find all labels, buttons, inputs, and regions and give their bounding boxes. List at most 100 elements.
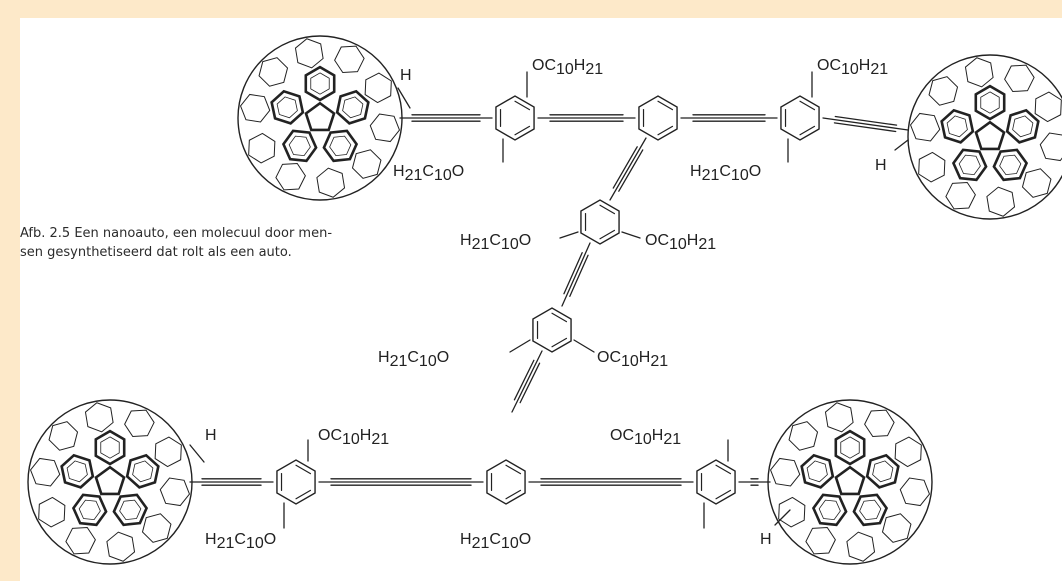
fullerene-face-inner — [872, 460, 894, 483]
fullerene-face — [778, 496, 806, 528]
alkyne-bond — [612, 146, 638, 189]
fullerene-face — [239, 93, 271, 123]
benzene-ring-outline — [486, 459, 526, 505]
ether-bond — [559, 231, 579, 239]
fullerene-face — [964, 57, 994, 88]
fullerene-face-bold — [992, 148, 1029, 182]
fullerene-face-inner — [1012, 115, 1034, 138]
hydrogen-label: H — [400, 67, 412, 84]
fullerene-face-inner — [342, 96, 364, 119]
fullerene-face — [38, 496, 66, 528]
alkyne-bond — [511, 350, 543, 413]
fullerene-face — [881, 513, 912, 543]
fullerene-face-inner — [818, 499, 841, 521]
alkyne-bottom-4 — [738, 478, 771, 486]
fullerene-face-bold — [974, 84, 1006, 121]
fullerene-face-bold — [811, 493, 848, 527]
alkyne-bottom-3 — [528, 478, 694, 486]
benzene-double-bond — [295, 489, 312, 500]
figure-caption: Afb. 2.5 Een nanoauto, een molecuul door… — [20, 224, 450, 262]
fullerene-face-bold — [304, 101, 336, 132]
alkyne-top-4 — [822, 115, 909, 133]
benzene-double-bond — [657, 125, 674, 136]
alkoxy-label: OC10H21 — [610, 427, 681, 448]
caption-line-1: Afb. 2.5 Een nanoauto, een molecuul door… — [20, 226, 333, 241]
benzene-middle-2 — [532, 307, 572, 353]
fullerene-face — [864, 409, 895, 438]
fullerene-face-inner — [100, 436, 120, 459]
benzene-double-bond — [715, 489, 732, 500]
fullerene-face — [805, 526, 836, 555]
fullerene-face-bold — [951, 148, 988, 182]
alkoxy-label: OC10H21 — [597, 349, 668, 370]
ch-bond — [774, 509, 791, 526]
fullerene-face-bold — [335, 89, 370, 125]
alkoxy-label: OC10H21 — [817, 57, 888, 78]
fullerene-face-inner — [310, 72, 330, 95]
fullerene-face — [294, 38, 324, 69]
alkoxy-label: OC10H21 — [532, 57, 603, 78]
fullerene-face — [248, 132, 276, 164]
fullerene-face — [48, 421, 79, 451]
fullerene-face — [918, 151, 946, 183]
fullerene-face — [788, 421, 819, 451]
benzene-bottom-1 — [276, 459, 316, 505]
fullerene-face — [986, 186, 1016, 217]
benzene-top-1 — [495, 95, 535, 141]
benzene-double-bond — [599, 204, 616, 215]
benzene-top-3 — [780, 95, 820, 141]
benzene-double-bond — [715, 464, 732, 475]
fullerene-face — [769, 457, 801, 487]
benzene-middle-1 — [580, 199, 620, 245]
fullerene-face-inner — [288, 135, 311, 157]
fullerene-face — [369, 113, 401, 143]
fullerene-face-bold — [281, 129, 318, 163]
ether-bond — [573, 339, 595, 353]
alkyne-bond — [833, 122, 897, 133]
fullerene-face-bold — [974, 120, 1006, 151]
fullerene-top-left — [237, 35, 403, 201]
ch-bond — [894, 139, 909, 151]
fullerene-face — [351, 149, 382, 179]
fullerene-face — [124, 409, 155, 438]
alkoxy-label: OC10H21 — [645, 232, 716, 253]
benzene-ring-outline — [532, 307, 572, 353]
alkyne-vertical-1 — [609, 137, 647, 201]
fullerene-face-bold — [834, 429, 866, 466]
fullerene-face — [141, 513, 172, 543]
alkoxy-label: H21C10O — [205, 531, 276, 552]
ether-bond — [621, 231, 641, 239]
benzene-double-bond — [551, 312, 568, 323]
hydrogen-label: H — [205, 427, 217, 444]
fullerene-face — [364, 72, 392, 104]
benzene-double-bond — [295, 464, 312, 475]
benzene-ring-outline — [780, 95, 820, 141]
alkyne-top-1 — [399, 114, 493, 122]
benzene-ring-outline — [696, 459, 736, 505]
fullerene-face — [275, 162, 306, 191]
benzene-double-bond — [799, 125, 816, 136]
benzene-bottom-center — [486, 459, 526, 505]
benzene-double-bond — [505, 489, 522, 500]
fullerene-face — [316, 167, 346, 198]
fullerene-face-inner — [980, 91, 1000, 114]
alkyne-bond — [822, 117, 909, 131]
alkyne-vertical-2 — [561, 242, 591, 307]
alkyne-bottom-2 — [318, 478, 484, 486]
fullerene-face-inner — [132, 460, 154, 483]
alkyne-bond — [609, 137, 647, 201]
fullerene-face-bold — [112, 493, 149, 527]
fullerene-face-inner — [329, 135, 352, 157]
fullerene-face-bold — [865, 453, 900, 489]
alkoxy-label: H21C10O — [460, 531, 531, 552]
fullerene-face — [909, 112, 941, 142]
fullerene-face-inner — [958, 154, 981, 176]
benzene-bottom-3 — [696, 459, 736, 505]
fullerene-face-bold — [60, 453, 95, 489]
fullerene-face — [928, 76, 959, 106]
benzene-double-bond — [514, 125, 531, 136]
benzene-top-center — [638, 95, 678, 141]
fullerene-face — [824, 402, 854, 433]
alkoxy-label: H21C10O — [393, 163, 464, 184]
